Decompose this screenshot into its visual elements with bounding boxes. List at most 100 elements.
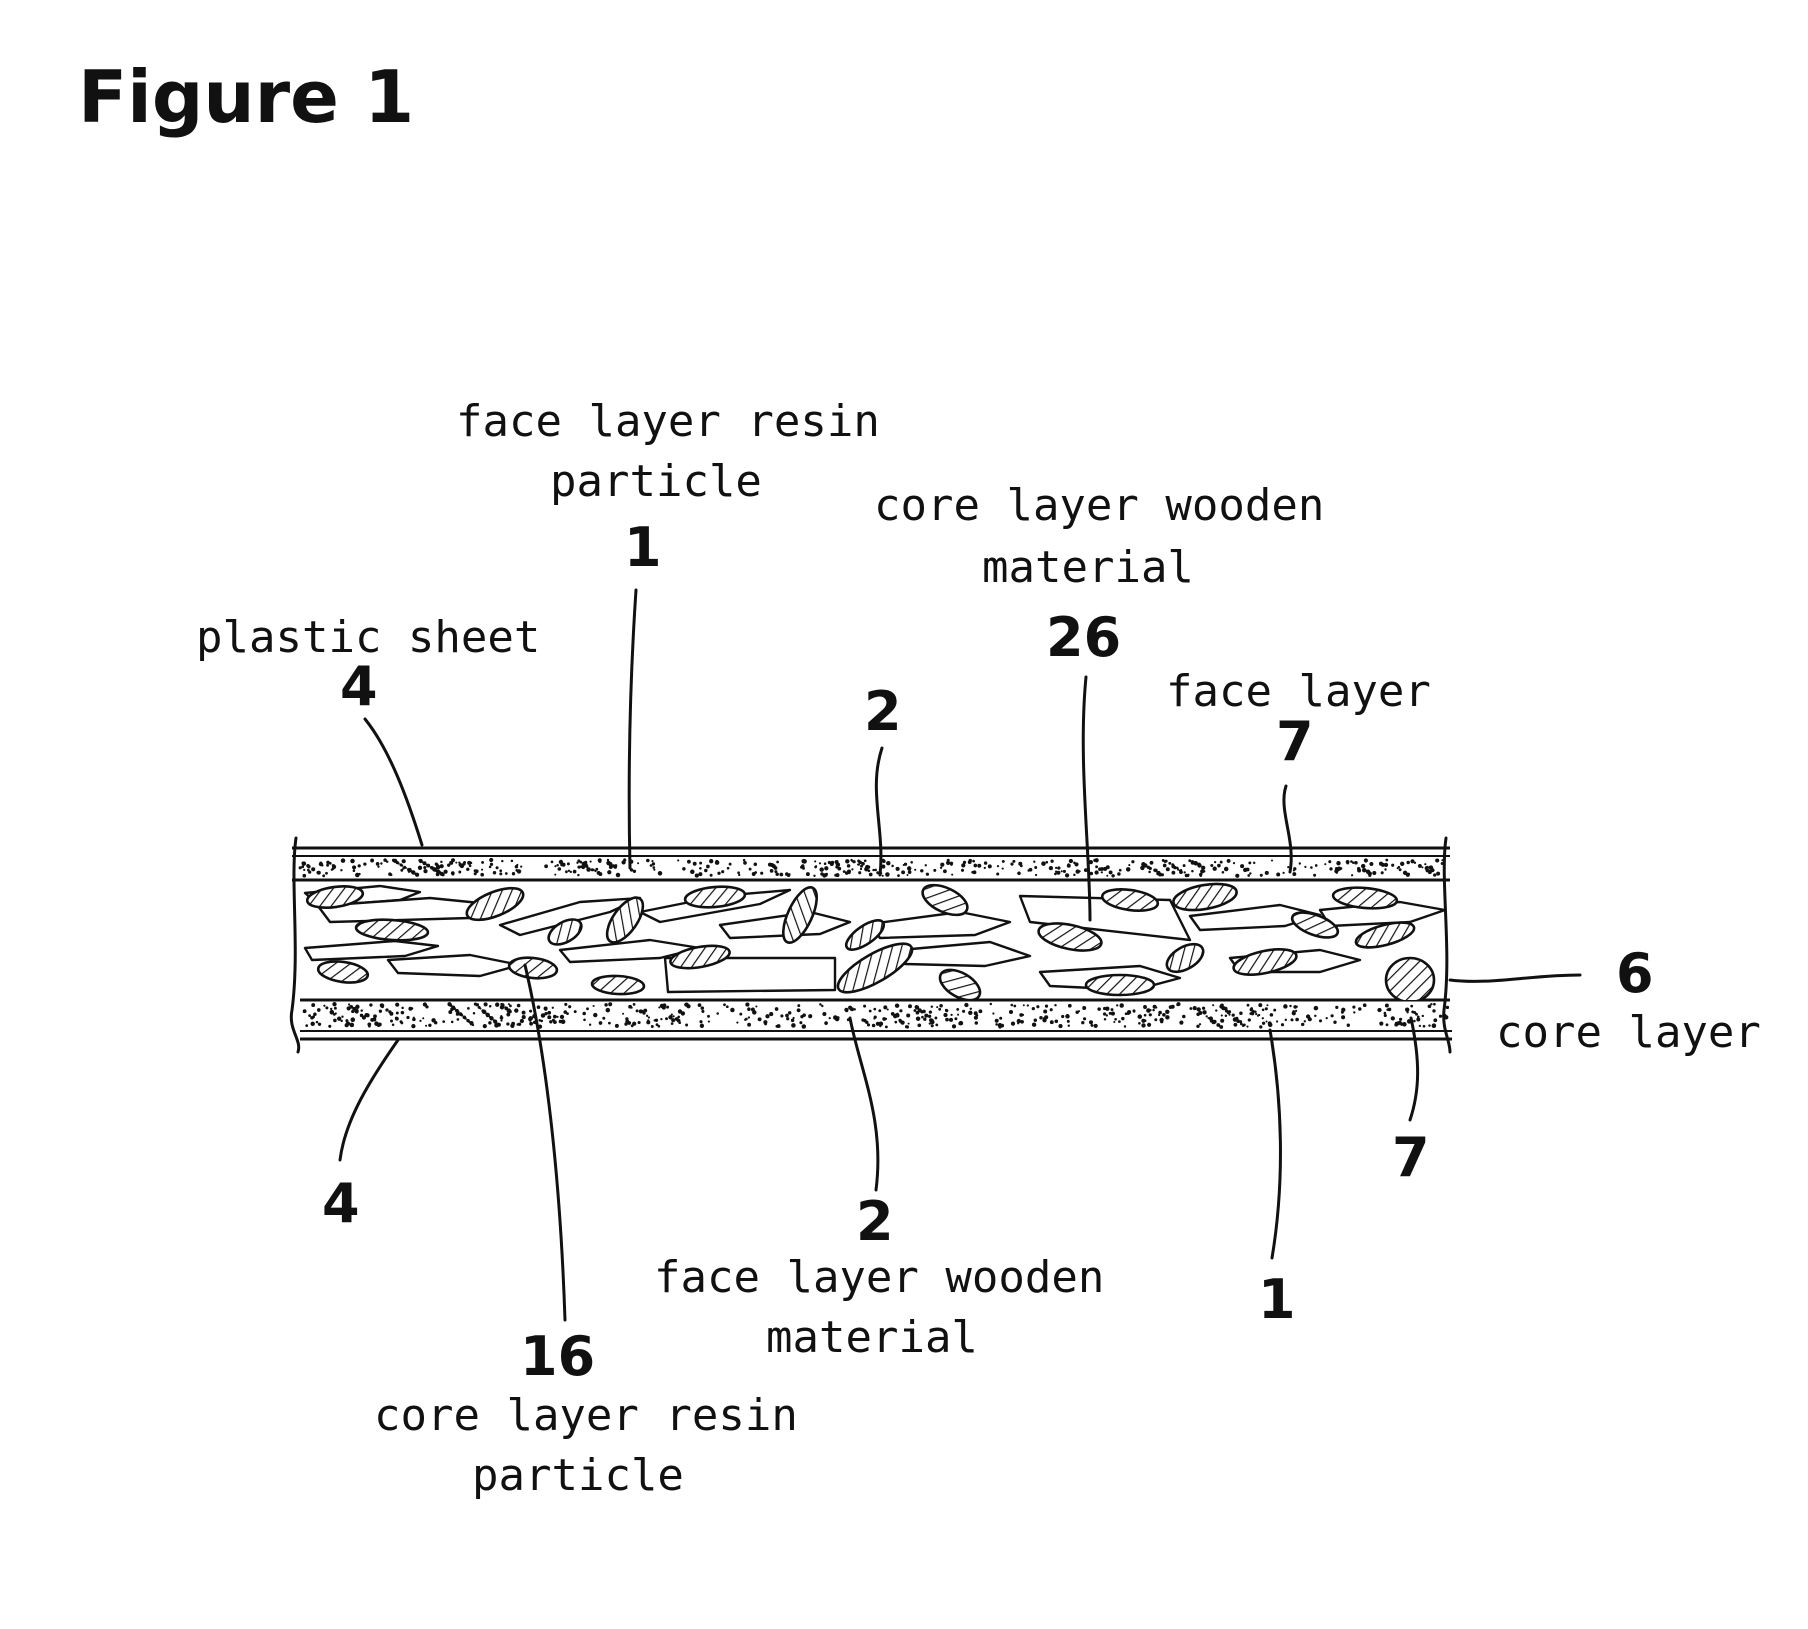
- stipple-dot: [1036, 1005, 1039, 1008]
- stipple-dot: [1063, 870, 1066, 873]
- stipple-dot: [553, 1015, 557, 1019]
- stipple-dot: [440, 861, 442, 863]
- stipple-dot: [495, 1003, 499, 1007]
- stipple-dot: [974, 1011, 978, 1015]
- stipple-dot: [1056, 871, 1060, 875]
- stipple-dot: [1055, 867, 1057, 869]
- leader-face-layer-resin-bottom: [1270, 1030, 1280, 1258]
- stipple-dot: [1140, 866, 1144, 870]
- stipple-dot: [1249, 872, 1251, 874]
- stipple-dot: [1221, 1006, 1225, 1010]
- stipple-dot: [449, 861, 453, 865]
- face-layer-bottom-stipple: [303, 1002, 1449, 1029]
- stipple-dot: [1248, 861, 1251, 864]
- stipple-dot: [1439, 1015, 1442, 1018]
- stipple-dot: [962, 1010, 965, 1013]
- stipple-dot: [1057, 866, 1060, 869]
- stipple-dot: [1406, 861, 1409, 864]
- stipple-dot: [824, 1021, 828, 1025]
- label-face-layer-resin-particle-line2: particle: [550, 456, 762, 507]
- stipple-dot: [1197, 863, 1201, 867]
- stipple-dot: [488, 1021, 491, 1024]
- numeral-face-layer-top: 7: [1276, 710, 1314, 773]
- stipple-dot: [786, 1017, 789, 1020]
- stipple-dot: [947, 859, 950, 862]
- stipple-dot: [1127, 1010, 1131, 1014]
- stipple-dot: [878, 1009, 881, 1012]
- stipple-dot: [906, 1013, 910, 1017]
- stipple-dot: [1265, 871, 1269, 875]
- stipple-dot: [481, 869, 483, 871]
- stipple-dot: [1313, 874, 1316, 877]
- stipple-dot: [358, 864, 361, 867]
- stipple-dot: [1425, 866, 1429, 870]
- stipple-dot: [885, 1025, 888, 1028]
- stipple-dot: [1423, 1025, 1426, 1028]
- stipple-dot: [922, 1010, 926, 1014]
- stipple-dot: [615, 1024, 619, 1028]
- resin-particle: [355, 918, 428, 943]
- stipple-dot: [390, 1020, 393, 1023]
- stipple-dot: [845, 1009, 848, 1012]
- stipple-dot: [1293, 867, 1296, 870]
- stipple-dot: [380, 862, 382, 864]
- stipple-dot: [378, 1022, 382, 1026]
- stipple-dot: [658, 1006, 660, 1008]
- stipple-dot: [1078, 1010, 1080, 1012]
- stipple-dot: [745, 1018, 748, 1021]
- stipple-dot: [412, 1018, 416, 1022]
- stipple-dot: [460, 1014, 463, 1017]
- stipple-dot: [579, 861, 582, 864]
- stipple-dot: [350, 859, 355, 864]
- stipple-dot: [815, 865, 817, 867]
- stipple-dot: [1432, 869, 1434, 871]
- stipple-dot: [351, 1024, 354, 1027]
- stipple-dot: [934, 1017, 937, 1020]
- stipple-dot: [1168, 862, 1171, 865]
- stipple-dot: [894, 1021, 897, 1024]
- stipple-dot: [512, 872, 515, 875]
- stipple-dot: [813, 875, 815, 877]
- stipple-dot: [1273, 1009, 1276, 1012]
- stipple-dot: [310, 1022, 314, 1026]
- stipple-dot: [860, 868, 862, 870]
- stipple-dot: [1186, 874, 1189, 877]
- stipple-dot: [1046, 861, 1049, 864]
- stipple-dot: [671, 1022, 674, 1025]
- stipple-dot: [396, 1012, 399, 1015]
- stipple-dot: [1002, 860, 1005, 863]
- stipple-dot: [701, 1006, 705, 1010]
- stipple-dot: [401, 864, 403, 866]
- stipple-dot: [819, 862, 821, 864]
- stipple-dot: [1215, 1009, 1217, 1011]
- stipple-dot: [1202, 1007, 1205, 1010]
- stipple-dot: [1368, 874, 1371, 877]
- stipple-dot: [1074, 862, 1078, 866]
- stipple-dot: [913, 1009, 916, 1012]
- stipple-dot: [738, 874, 740, 876]
- stipple-dot: [1114, 1018, 1117, 1021]
- numeral-core-layer-wooden-material: 26: [1046, 606, 1121, 669]
- stipple-dot: [897, 874, 900, 877]
- stipple-dot: [302, 861, 306, 865]
- stipple-dot: [1384, 1012, 1387, 1015]
- stipple-dot: [657, 1025, 660, 1028]
- stipple-dot: [1153, 1005, 1157, 1009]
- stipple-dot: [972, 860, 975, 863]
- stipple-dot: [1257, 1015, 1259, 1017]
- stipple-dot: [302, 874, 306, 878]
- stipple-dot: [708, 1021, 710, 1023]
- stipple-dot: [1106, 865, 1110, 869]
- stipple-dot: [1433, 1018, 1437, 1022]
- stipple-dot: [1386, 1008, 1389, 1011]
- stipple-dot: [325, 872, 328, 875]
- stipple-dot: [1289, 1005, 1291, 1007]
- stipple-dot: [975, 1021, 978, 1024]
- stipple-dot: [514, 1008, 518, 1012]
- leader-face-layer-resin-top: [629, 590, 636, 868]
- stipple-dot: [968, 1011, 972, 1015]
- stipple-dot: [1154, 1018, 1157, 1021]
- stipple-dot: [499, 872, 502, 875]
- stipple-dot: [1385, 1004, 1389, 1008]
- stipple-dot: [940, 867, 942, 869]
